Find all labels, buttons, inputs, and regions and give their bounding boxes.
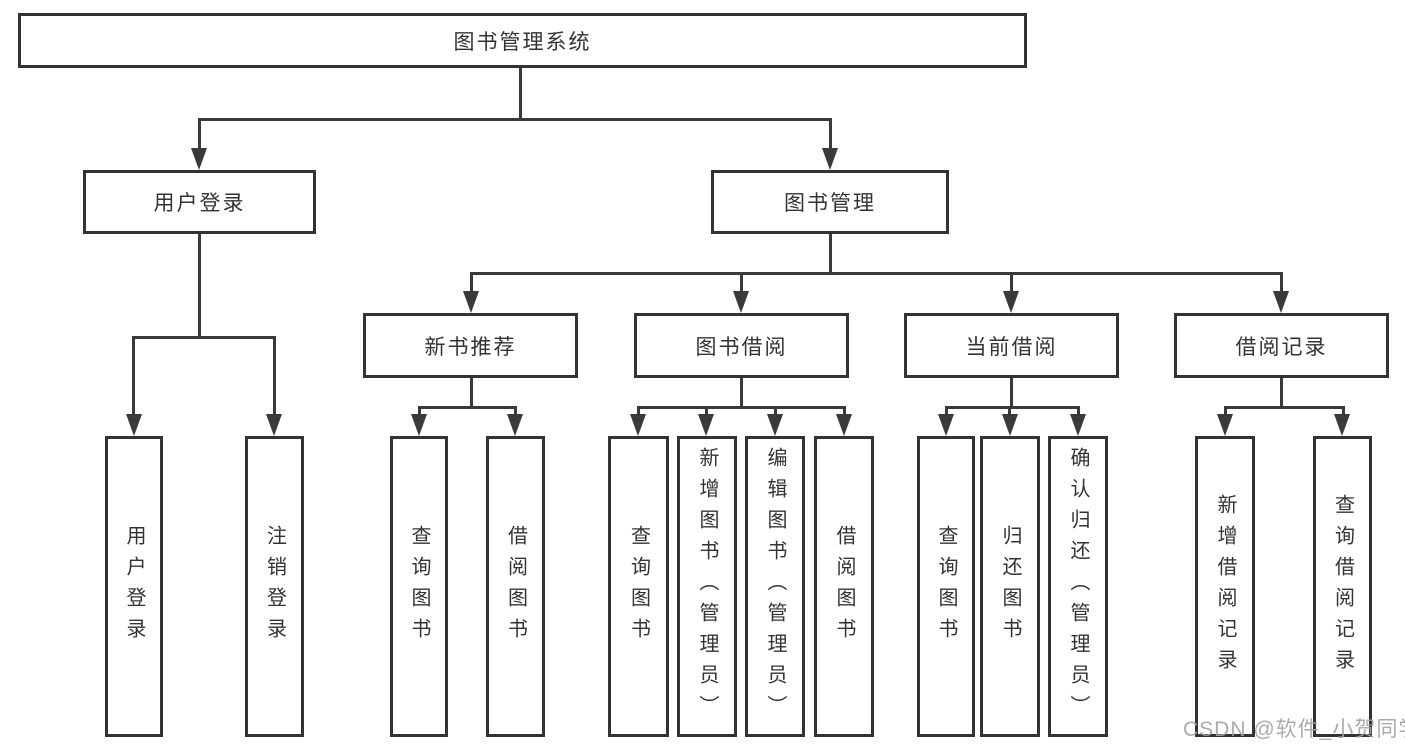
arrow-down-icon (938, 414, 954, 436)
node-leaf-confirm-return-admin: 确认归还（管理员） (1048, 436, 1108, 737)
arrow-down-icon (266, 414, 282, 436)
node-borrowing-records: 借阅记录 (1174, 313, 1389, 378)
arrow-down-icon (836, 414, 852, 436)
connector-leaf (1008, 406, 1011, 420)
node-leaf-query-books-current: 查询图书 (917, 436, 975, 737)
node-leaf-user-login: 用户登录 (105, 436, 163, 737)
connector-to-user-login (198, 118, 201, 152)
node-leaf-borrow-books-borrowing: 借阅图书 (814, 436, 874, 737)
node-leaf-add-borrow-record: 新增借阅记录 (1195, 436, 1255, 737)
connector-root-bar (198, 118, 831, 121)
arrow-down-icon (463, 291, 479, 313)
arrow-down-icon (1003, 291, 1019, 313)
connector-leaf (1342, 406, 1345, 420)
connector-leaf (514, 406, 517, 420)
connector-to-leaf-logout (273, 336, 276, 420)
node-leaf-add-books-admin: 新增图书（管理员） (677, 436, 737, 737)
csdn-watermark: CSDN @软件_小贺同学 (1183, 718, 1405, 741)
arrow-down-icon (411, 414, 427, 436)
node-label: 查询图书 (627, 524, 650, 649)
arrow-down-icon (1273, 291, 1289, 313)
node-book-borrowing: 图书借阅 (634, 313, 849, 378)
node-leaf-borrow-books-newbook: 借阅图书 (486, 436, 545, 737)
node-label: 确认归还（管理员） (1067, 447, 1089, 726)
connector-book-borrowing-bar (637, 406, 846, 409)
node-current-borrowing: 当前借阅 (904, 313, 1119, 378)
arrow-down-icon (1070, 414, 1086, 436)
node-label: 借阅图书 (833, 524, 855, 649)
node-label: 归还图书 (999, 524, 1021, 649)
node-label: 编辑图书（管理员） (764, 447, 786, 726)
node-library-management-system: 图书管理系统 (18, 13, 1027, 68)
node-label: 借阅记录 (1235, 335, 1328, 359)
connector-leaf (774, 406, 777, 420)
node-leaf-query-borrow-record: 查询借阅记录 (1313, 436, 1372, 737)
arrow-down-icon (822, 148, 838, 170)
node-label: 新增借阅记录 (1214, 493, 1236, 680)
connector-to-new-book-recommendation (470, 272, 473, 296)
node-label: 新增图书（管理员） (696, 447, 718, 726)
connector-leaf (843, 406, 846, 420)
connector-to-book-borrowing (740, 272, 743, 296)
connector-leaf (637, 406, 640, 420)
connector-user-login-stem (198, 234, 201, 339)
arrow-down-icon (630, 414, 646, 436)
connector-borrowing-records-bar (1224, 406, 1344, 409)
node-leaf-return-books: 归还图书 (980, 436, 1040, 737)
connector-book-management-bar (470, 272, 1283, 275)
arrow-down-icon (1334, 414, 1350, 436)
node-label: 用户登录 (123, 524, 145, 649)
connector-user-login-bar (133, 336, 276, 339)
connector-leaf (1077, 406, 1080, 420)
connector-leaf (1224, 406, 1227, 420)
node-leaf-edit-books-admin: 编辑图书（管理员） (745, 436, 805, 737)
connector-root-stem (519, 68, 522, 121)
node-leaf-logout: 注销登录 (245, 436, 304, 737)
node-user-login-branch: 用户登录 (83, 170, 316, 234)
node-label: 新书推荐 (424, 335, 517, 359)
connector-current-borrowing-stem (1010, 378, 1013, 409)
node-label: 用户登录 (153, 192, 246, 215)
node-label: 查询借阅记录 (1331, 493, 1354, 680)
connector-leaf (418, 406, 421, 420)
node-label: 注销登录 (263, 524, 286, 649)
node-label: 查询图书 (935, 524, 957, 649)
connector-to-book-management (829, 118, 832, 152)
node-leaf-query-books-borrowing: 查询图书 (608, 436, 669, 737)
node-label: 借阅图书 (504, 524, 527, 649)
connector-current-borrowing-bar (945, 406, 1079, 409)
node-leaf-query-books-newbook: 查询图书 (390, 436, 448, 737)
node-label: 当前借阅 (965, 335, 1058, 359)
node-label: 图书管理 (784, 192, 876, 215)
arrow-down-icon (767, 414, 783, 436)
connector-to-leaf-user-login (132, 336, 135, 420)
connector-leaf (705, 406, 708, 420)
connector-new-book-stem (470, 378, 473, 409)
arrow-down-icon (1217, 414, 1233, 436)
node-label: 查询图书 (408, 524, 430, 649)
node-label: 图书借阅 (695, 335, 788, 359)
connector-new-book-bar (418, 406, 517, 409)
connector-to-borrowing-records (1280, 272, 1283, 296)
arrow-down-icon (126, 414, 142, 436)
arrow-down-icon (698, 414, 714, 436)
connector-book-management-stem (829, 234, 832, 275)
connector-to-current-borrowing (1010, 272, 1013, 296)
arrow-down-icon (733, 291, 749, 313)
connector-borrowing-records-stem (1280, 378, 1283, 409)
connector-leaf (945, 406, 948, 420)
arrow-down-icon (1002, 414, 1018, 436)
node-book-management: 图书管理 (711, 170, 949, 234)
arrow-down-icon (507, 414, 523, 436)
connector-book-borrowing-stem (740, 378, 743, 409)
arrow-down-icon (191, 148, 207, 170)
node-new-book-recommendation: 新书推荐 (363, 313, 578, 378)
node-label: 图书管理系统 (453, 30, 592, 54)
